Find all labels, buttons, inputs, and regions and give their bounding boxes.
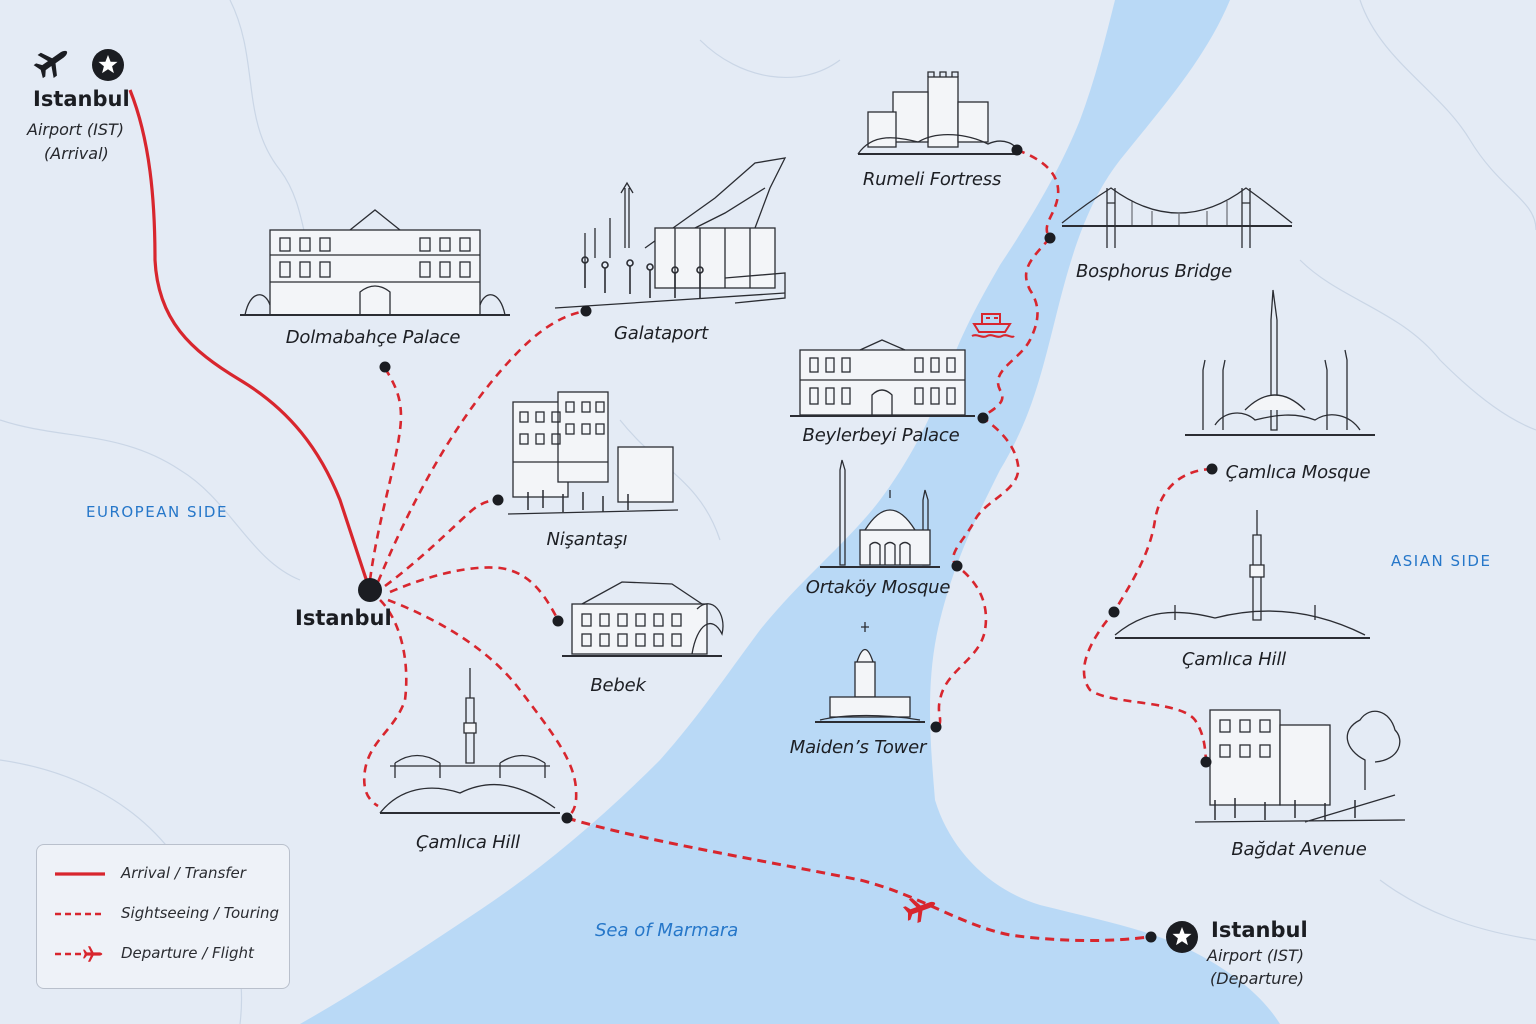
stop-label-camlica-hill-eu[interactable]: Çamlıca Hill xyxy=(416,832,520,853)
stop-label-beylerbeyi[interactable]: Beylerbeyi Palace xyxy=(802,425,960,446)
european-side-label: EUROPEAN SIDE xyxy=(86,503,228,521)
airplane-icon xyxy=(30,40,75,84)
ferry-icon xyxy=(971,313,1015,338)
palace-icon xyxy=(240,209,510,316)
stop-label-camlica-hill-as[interactable]: Çamlıca Hill xyxy=(1182,649,1286,670)
stop-label-nisantasi[interactable]: Nişantaşı xyxy=(546,529,628,550)
sea-of-marmara-label: Sea of Marmara xyxy=(595,920,739,941)
legend-label-arrival: Arrival / Transfer xyxy=(121,864,246,882)
stop-label-dolmabahce[interactable]: Dolmabahçe Palace xyxy=(285,327,461,348)
mosque-icon xyxy=(1185,289,1375,436)
mansion-icon xyxy=(562,581,724,657)
stop-label-rumeli[interactable]: Rumeli Fortress xyxy=(862,169,1002,190)
legend-item-departure: Departure / Flight xyxy=(53,942,283,966)
star-icon xyxy=(1166,921,1198,953)
departure-airport-status: (Departure) xyxy=(1210,969,1305,988)
legend-label-sightseeing: Sightseeing / Touring xyxy=(121,904,280,922)
stop-label-ortakoy[interactable]: Ortaköy Mosque xyxy=(805,577,951,598)
legend-label-departure: Departure / Flight xyxy=(121,944,254,962)
mosque-icon xyxy=(820,459,940,568)
legend: Arrival / Transfer Sightseeing / Touring… xyxy=(36,844,290,989)
dashed-line-icon xyxy=(55,912,105,916)
arrival-airport-status: (Arrival) xyxy=(44,144,109,163)
stop-label-maiden[interactable]: Maiden’s Tower xyxy=(789,737,927,758)
arrival-airport-name: Istanbul xyxy=(33,87,130,111)
promenade-icon xyxy=(554,157,787,309)
hub-label: Istanbul xyxy=(295,606,392,630)
stop-label-bebek[interactable]: Bebek xyxy=(590,675,646,696)
stop-label-camlica-mosque[interactable]: Çamlıca Mosque xyxy=(1225,462,1371,483)
solid-line-icon xyxy=(55,872,105,876)
tower-icon xyxy=(815,622,925,723)
departure-airport-code: Airport (IST) xyxy=(1207,946,1304,965)
bosphorus-water xyxy=(300,0,1280,1024)
route-nodes xyxy=(379,144,1218,943)
tv-tower-icon xyxy=(1114,510,1370,639)
star-icon xyxy=(92,49,124,81)
avenue-icon xyxy=(1194,709,1406,823)
legend-item-arrival: Arrival / Transfer xyxy=(53,862,283,886)
palace-icon xyxy=(790,339,975,417)
stop-label-bridge[interactable]: Bosphorus Bridge xyxy=(1076,261,1232,282)
stop-label-bagdat[interactable]: Bağdat Avenue xyxy=(1231,839,1367,860)
asian-route xyxy=(1082,467,1213,761)
legend-item-sightseeing: Sightseeing / Touring xyxy=(53,902,283,926)
tv-tower-icon xyxy=(379,668,560,814)
sightseeing-routes xyxy=(362,309,586,819)
street-icon xyxy=(507,391,679,515)
arrival-airport-code: Airport (IST) xyxy=(27,120,124,139)
departure-route xyxy=(566,816,1149,943)
fortress-icon xyxy=(857,71,1019,155)
suspension-bridge-icon xyxy=(1061,187,1293,248)
departure-airport-name: Istanbul xyxy=(1211,918,1308,942)
arrival-route xyxy=(128,89,370,586)
hub-node[interactable] xyxy=(358,578,382,602)
dashed-plane-icon xyxy=(55,946,103,962)
asian-side-label: ASIAN SIDE xyxy=(1391,552,1492,570)
stop-label-galataport[interactable]: Galataport xyxy=(614,323,708,344)
